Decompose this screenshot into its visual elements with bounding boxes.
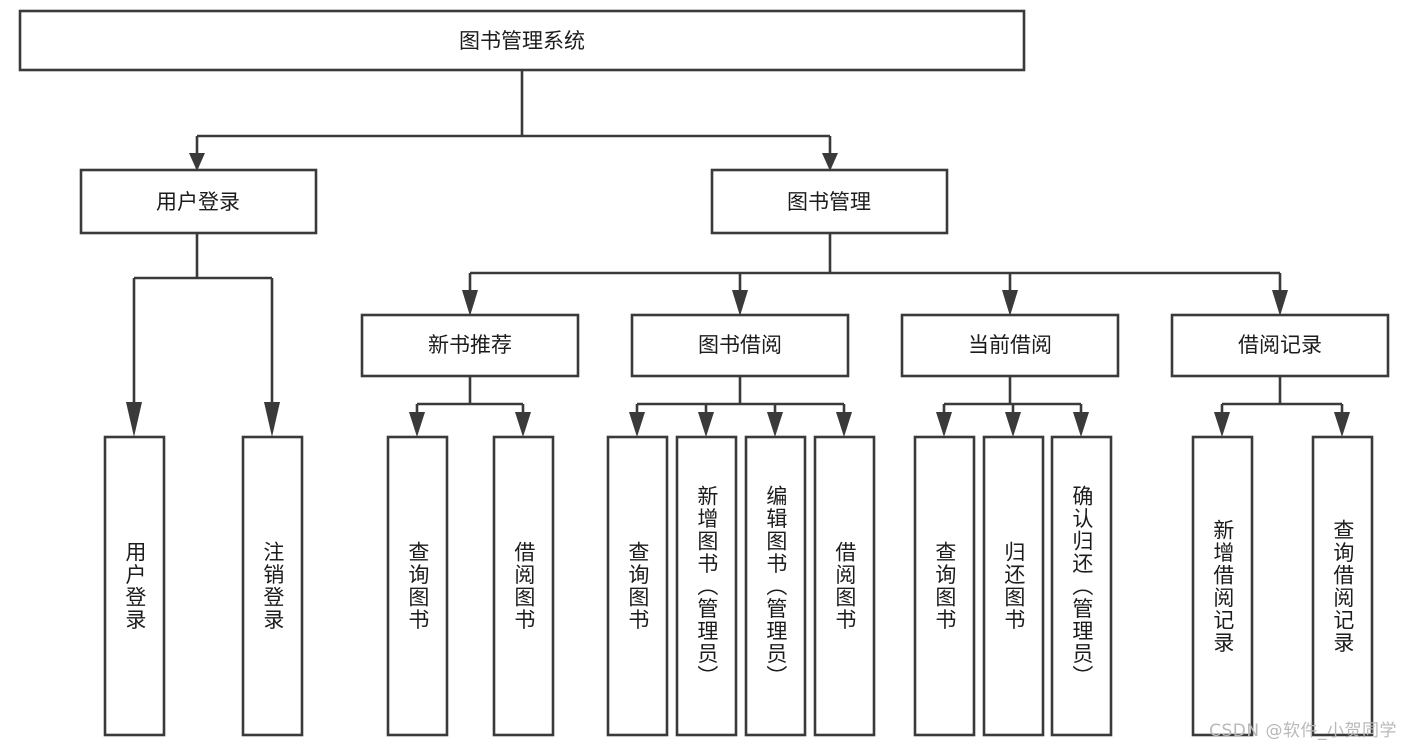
horizontal-label-layer: 图书管理系统 用户登录 图书管理 新书推荐 图书借阅 当前借阅 借阅记录: [156, 29, 1322, 357]
node-leaf-user-login-2[interactable]: [241, 435, 304, 737]
arrow-head-borrow-record: [1272, 290, 1288, 316]
label-book-borrow: 图书借阅: [698, 333, 782, 357]
node-layer: [18, 9, 1390, 737]
node-borrow-record[interactable]: [1170, 313, 1390, 378]
node-leaf-book-borrow-4[interactable]: [813, 435, 876, 737]
node-book-borrow[interactable]: [630, 313, 850, 378]
node-leaf-book-borrow-2[interactable]: [675, 435, 738, 737]
label-user-login: 用户登录: [156, 190, 240, 214]
watermark: CSDN @软件_小贺同学: [1209, 721, 1397, 741]
label-book-management: 图书管理: [787, 190, 871, 214]
node-leaf-new-book-1[interactable]: [386, 435, 449, 737]
arrow-head-borrowrecord-leaf1: [1214, 412, 1230, 437]
arrow-head-current-borrow: [1002, 290, 1018, 316]
arrow-head-currentborrow-leaf2: [1005, 412, 1021, 437]
node-leaf-borrow-record-2[interactable]: [1311, 435, 1374, 737]
arrow-head-userlogin-leaf1: [126, 402, 142, 437]
node-leaf-new-book-2[interactable]: [492, 435, 555, 737]
arrow-head-user-login: [189, 153, 205, 171]
arrow-head-newbook-leaf1: [409, 412, 425, 437]
node-leaf-current-borrow-2[interactable]: [982, 435, 1045, 737]
node-leaf-user-login-1[interactable]: [103, 435, 166, 737]
label-borrow-record: 借阅记录: [1238, 333, 1322, 357]
node-leaf-current-borrow-1[interactable]: [913, 435, 976, 737]
arrow-head-userlogin-leaf2: [264, 402, 280, 437]
node-leaf-book-borrow-3[interactable]: [744, 435, 807, 737]
node-current-borrow[interactable]: [900, 313, 1120, 378]
label-new-book-recommend: 新书推荐: [428, 333, 512, 357]
arrow-head-book-mgmt: [822, 153, 838, 171]
node-leaf-borrow-record-1[interactable]: [1191, 435, 1254, 737]
node-root[interactable]: [18, 9, 1026, 72]
arrow-head-newbook-leaf2: [515, 412, 531, 437]
arrow-head-bookborrow-leaf4: [836, 412, 852, 437]
arrow-head-borrowrecord-leaf2: [1334, 412, 1350, 437]
node-leaf-current-borrow-3[interactable]: [1050, 435, 1113, 737]
arrow-head-new-book: [462, 290, 478, 316]
arrow-head-bookborrow-leaf2: [698, 412, 714, 437]
node-leaf-book-borrow-1[interactable]: [606, 435, 669, 737]
node-book-management[interactable]: [710, 168, 949, 235]
arrow-head-bookborrow-leaf3: [767, 412, 783, 437]
label-root: 图书管理系统: [459, 29, 585, 53]
arrow-head-bookborrow-leaf1: [629, 412, 645, 437]
node-user-login[interactable]: [79, 168, 318, 235]
node-new-book-recommend[interactable]: [360, 313, 580, 378]
label-current-borrow: 当前借阅: [968, 333, 1052, 357]
arrow-head-currentborrow-leaf1: [936, 412, 952, 437]
arrow-head-book-borrow: [732, 290, 748, 316]
arrow-head-currentborrow-leaf3: [1073, 412, 1089, 437]
connector-layer: [126, 70, 1350, 437]
